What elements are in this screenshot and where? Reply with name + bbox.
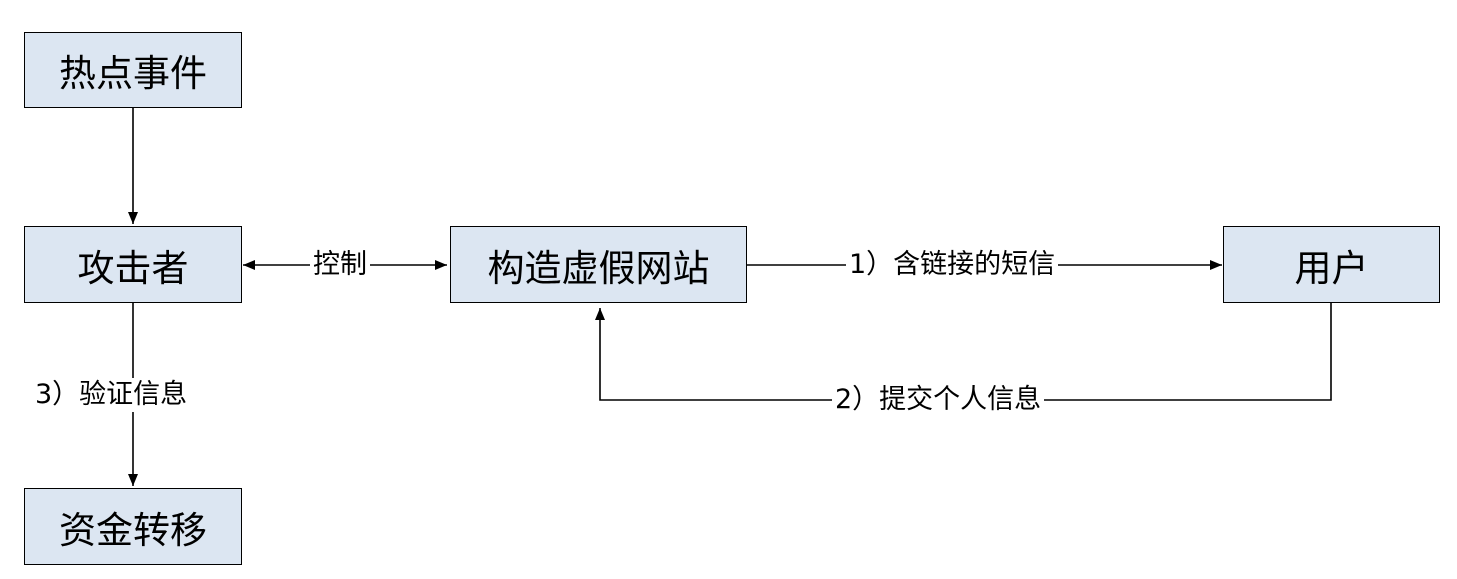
node-attacker-label: 攻击者 <box>77 246 189 290</box>
node-fake-website-label: 构造虚假网站 <box>487 246 710 290</box>
edge-label-verify-info: 3）验证信息 <box>32 378 191 412</box>
node-user[interactable]: 用户 <box>1223 226 1440 303</box>
node-fund-transfer-label: 资金转移 <box>59 508 207 552</box>
edge-label-control: 控制 <box>310 248 370 282</box>
edge-label-submit-info: 2）提交个人信息 <box>832 383 1045 417</box>
node-fund-transfer[interactable]: 资金转移 <box>24 488 242 565</box>
edge-label-sms-link: 1）含链接的短信 <box>846 248 1059 282</box>
node-user-label: 用户 <box>1294 246 1369 290</box>
node-hot-event-label: 热点事件 <box>59 52 207 95</box>
node-fake-website[interactable]: 构造虚假网站 <box>450 226 747 303</box>
node-attacker[interactable]: 攻击者 <box>24 226 242 303</box>
node-hot-event[interactable]: 热点事件 <box>24 32 242 108</box>
